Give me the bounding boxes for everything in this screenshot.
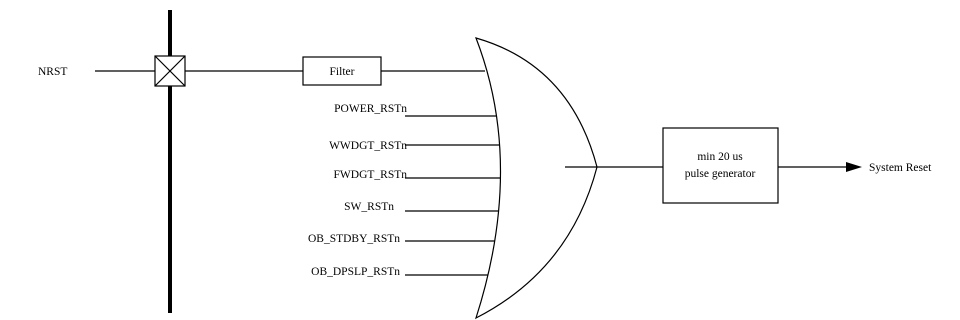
- filter-label: Filter: [330, 66, 355, 78]
- pulse-generator-line1: min 20 us: [697, 151, 743, 163]
- reset-source-label: OB_STDBY_RSTn: [308, 233, 400, 245]
- reset-source-lines: [405, 115, 500, 276]
- reset-source-label: SW_RSTn: [344, 201, 394, 213]
- pulse-generator-box: [662, 127, 779, 204]
- output-arrowhead: [846, 162, 862, 172]
- switch-box: [154, 55, 186, 87]
- nrst-label: NRST: [38, 66, 67, 78]
- pulse-generator-line2: pulse generator: [685, 168, 756, 180]
- output-label: System Reset: [869, 162, 932, 174]
- reset-source-label: OB_DPSLP_RSTn: [311, 266, 400, 278]
- reset-source-label: POWER_RSTn: [334, 103, 407, 115]
- reset-source-label: WWDGT_RSTn: [329, 140, 407, 152]
- or-gate: [474, 37, 598, 320]
- reset-source-label: FWDGT_RSTn: [334, 169, 408, 181]
